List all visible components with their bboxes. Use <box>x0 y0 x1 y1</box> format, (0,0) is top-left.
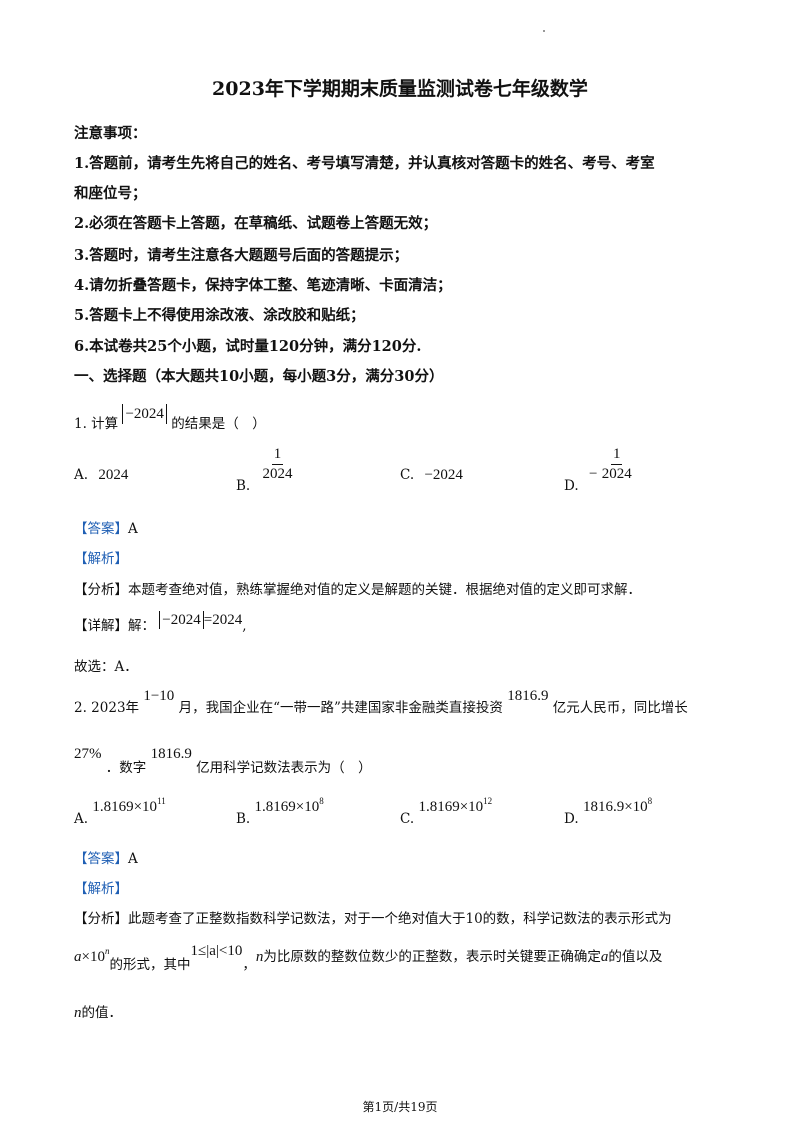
analysis-text: 为比原数的整数位数少的正整数，表示时关键要正确确定 <box>263 949 601 965</box>
q2-option-a: A. 1.8169×1011 <box>74 796 166 827</box>
q2-analysis-line-1: 【分析】此题考查了正整数指数科学记数法，对于一个绝对值大于10的数，科学记数法的… <box>74 907 672 927</box>
var-a: a <box>600 949 609 965</box>
answer-tag: 【答案】 <box>74 851 128 867</box>
option-exponent: 11 <box>157 796 166 806</box>
q2-option-b: B. 1.8169×108 <box>236 796 324 827</box>
analysis-text: 的值以及 <box>608 949 663 965</box>
option-value: 2024 <box>98 467 129 483</box>
note-1b: 和座位号； <box>74 185 147 202</box>
option-label: A. <box>74 811 89 827</box>
q1-option-b: B. 1 2024 <box>236 446 293 494</box>
q2-analysis-tag: 【解析】 <box>74 877 128 897</box>
minus-sign: − <box>588 466 598 483</box>
option-value: −2024 <box>424 467 463 483</box>
fraction: 1 2024 <box>602 446 632 484</box>
note-1a: 1.答题前，请考生先将自己的姓名、考号填写清楚，并认真核对答题卡的姓名、考号、考… <box>74 155 655 172</box>
analysis-text: 本题考查绝对值，熟练掌握绝对值的定义是解题的关键．根据绝对值的定义即可求解． <box>128 582 641 598</box>
q2-answer: 【答案】A <box>74 847 138 867</box>
form-exponent-n: n <box>104 946 110 956</box>
option-label: C. <box>400 811 415 827</box>
q1-option-a: A. 2024 <box>74 467 128 484</box>
analysis-text: 的形式，其中 <box>109 957 191 973</box>
analysis-tag: 【解析】 <box>74 881 128 897</box>
page-title: 2023年下学期期末质量监测试卷七年级数学 <box>212 78 588 100</box>
note-6: 6.本试卷共25个小题，试时量120分钟，满分120分. <box>74 338 422 355</box>
notes-heading: 注意事项： <box>74 125 147 142</box>
option-label: B. <box>236 478 251 495</box>
option-exponent: 12 <box>483 796 493 806</box>
q2-percent: 27% <box>74 746 102 762</box>
answer-value: A <box>128 521 138 537</box>
numerator: 1 <box>271 446 284 466</box>
q2-text: 2. 2023年 <box>74 700 140 716</box>
option-label: D. <box>564 811 579 827</box>
q1-prefix: 1. 计算 <box>74 416 119 432</box>
section-heading: 一、选择题（本大题共10小题，每小题3分，满分30分） <box>74 368 444 385</box>
question-1: 1. 计算 −2024 的结果是（ ） <box>74 402 266 432</box>
analysis-text: 的值． <box>81 1005 123 1021</box>
option-base: 1.8169×10 <box>418 799 484 815</box>
detail-label: 【详解】 <box>74 618 128 634</box>
option-label: B. <box>236 811 251 827</box>
answer-value: A <box>128 851 138 867</box>
inequality: 1≤|a|<10 <box>190 943 243 959</box>
denominator: 2024 <box>262 466 293 483</box>
q1-answer: 【答案】A <box>74 517 138 537</box>
q2-option-c: C. 1.8169×1012 <box>400 796 493 827</box>
analysis-text: ， <box>242 957 256 973</box>
note-4: 4.请勿折叠答题卡，保持字体工整、笔迹清晰、卡面清洁； <box>74 277 452 294</box>
note-2: 2.必须在答题卡上答题，在草稿纸、试题卷上答题无效； <box>74 215 438 232</box>
fraction: 1 2024 <box>263 446 293 484</box>
q2-amount: 1816.9 <box>150 746 192 762</box>
option-label: A. <box>74 467 89 483</box>
q1-option-c: C. −2024 <box>400 467 463 484</box>
q1-suffix: 的结果是（ ） <box>171 416 266 432</box>
answer-tag: 【答案】 <box>74 521 128 537</box>
q1-detail: 【详解】解： −2024=2024, <box>74 608 247 634</box>
question-2-line-2: 27% ．数字 1816.9 亿用科学记数法表示为（ ） <box>74 746 372 776</box>
analysis-tag: 【解析】 <box>74 551 128 567</box>
detail-abs-expr: −2024 <box>159 611 204 629</box>
q2-text: 月，我国企业在“一带一路”共建国家非金融类直接投资 <box>178 700 503 716</box>
q1-analysis-tag: 【解析】 <box>74 547 128 567</box>
option-label: C. <box>400 467 415 483</box>
analysis-text: 此题考查了正整数指数科学记数法，对于一个绝对值大于10的数，科学记数法的表示形式… <box>128 911 672 927</box>
q2-text: 亿元人民币，同比增长 <box>552 700 688 716</box>
option-label: D. <box>564 478 579 495</box>
q1-analysis: 【分析】本题考查绝对值，熟练掌握绝对值的定义是解题的关键．根据绝对值的定义即可求… <box>74 578 641 598</box>
denominator: 2024 <box>601 466 632 483</box>
option-base: 1.8169×10 <box>254 799 320 815</box>
note-3: 3.答题时，请考生注意各大题题号后面的答题提示； <box>74 247 409 264</box>
option-base: 1816.9×10 <box>582 799 648 815</box>
q2-text: ．数字 <box>105 760 147 776</box>
var-n: n <box>74 1005 82 1021</box>
detail-prefix: 解： <box>128 618 155 634</box>
option-exponent: 8 <box>319 796 324 806</box>
page-footer: 第1页/共19页 <box>362 1100 438 1114</box>
q2-amount: 1816.9 <box>507 688 549 704</box>
q2-text: 亿用科学记数法表示为（ ） <box>196 760 372 776</box>
var-a: a <box>74 949 82 965</box>
analysis-label: 【分析】 <box>74 582 128 598</box>
form-times-ten: ×10 <box>81 949 105 965</box>
numerator: 1 <box>610 446 623 466</box>
scan-dot <box>543 30 545 32</box>
option-base: 1.8169×10 <box>92 799 158 815</box>
q1-conclusion: 故选：A． <box>74 659 138 675</box>
q2-month-range: 1−10 <box>143 688 175 704</box>
q2-option-d: D. 1816.9×108 <box>564 796 653 827</box>
question-2-line-1: 2. 2023年 1−10 月，我国企业在“一带一路”共建国家非金融类直接投资 … <box>74 684 688 716</box>
detail-end: , <box>242 618 247 634</box>
option-exponent: 8 <box>647 796 653 806</box>
note-5: 5.答题卡上不得使用涂改液、涂改胶和贴纸； <box>74 307 365 324</box>
var-n: n <box>255 949 264 965</box>
q2-analysis-line-3: n的值． <box>74 1001 122 1022</box>
detail-result: =2024 <box>203 612 243 628</box>
q1-option-d: D. − 1 2024 <box>564 446 632 494</box>
analysis-label: 【分析】 <box>74 911 128 927</box>
q1-abs-expr: −2024 <box>122 404 167 424</box>
q2-analysis-line-2: a×10n的形式，其中1≤|a|<10，n为比原数的整数位数少的正整数，表示时关… <box>74 943 663 973</box>
